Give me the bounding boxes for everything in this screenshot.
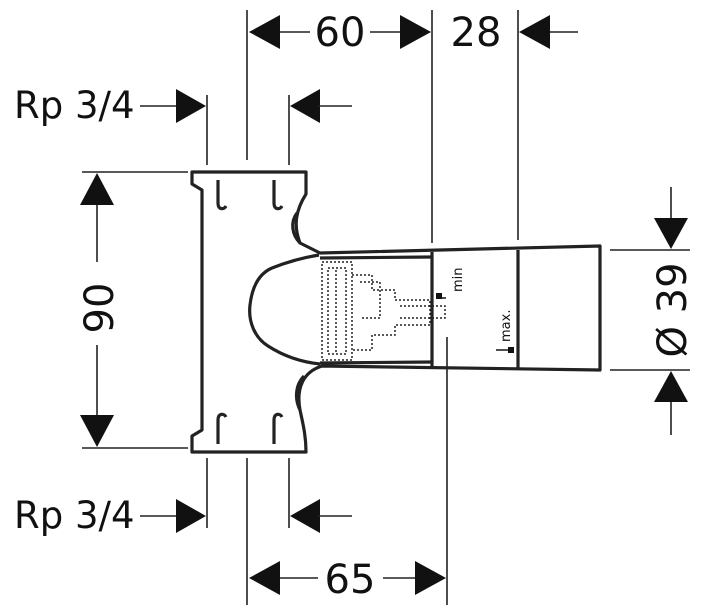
thread-label-bottom: Rp 3/4 xyxy=(14,494,135,537)
arrow-right-icon xyxy=(176,89,206,123)
extension-lines xyxy=(82,10,690,605)
dimension-height-90: 90 xyxy=(77,173,123,447)
arrow-right-icon xyxy=(400,15,431,49)
dimension-label-60: 60 xyxy=(315,10,366,56)
arrow-left-icon xyxy=(290,89,320,123)
dimension-label-28: 28 xyxy=(451,10,502,56)
dimension-thread-top: Rp 3/4 xyxy=(14,84,352,127)
dimension-bottom-65: 65 xyxy=(249,557,446,603)
thread-hooks xyxy=(216,180,284,444)
min-marker: min xyxy=(436,267,466,299)
arrow-left-icon xyxy=(519,15,550,49)
dimension-label-90: 90 xyxy=(77,283,123,334)
arrow-up-icon xyxy=(80,173,114,205)
cartridge-internals xyxy=(321,261,446,361)
dimension-label-39: Ø 39 xyxy=(650,262,696,357)
thread-label-top: Rp 3/4 xyxy=(14,84,135,127)
arrow-right-icon xyxy=(176,499,206,533)
arrow-left-icon xyxy=(249,561,280,595)
dimension-top-60: 60 xyxy=(249,10,431,56)
dimension-diameter-39: Ø 39 xyxy=(650,187,696,435)
arrow-left-icon xyxy=(290,499,320,533)
arrow-down-icon xyxy=(654,218,688,249)
dimension-label-65: 65 xyxy=(325,557,376,603)
arrow-down-icon xyxy=(80,415,114,447)
dimension-top-28: 28 xyxy=(451,10,578,56)
arrow-up-icon xyxy=(654,371,688,402)
valve-body xyxy=(190,170,602,454)
max-label: max. xyxy=(499,310,514,342)
max-marker: max. xyxy=(496,310,514,353)
arrow-left-icon xyxy=(249,15,280,49)
dimension-thread-bottom: Rp 3/4 xyxy=(14,494,352,537)
min-label: min xyxy=(451,267,466,292)
arrow-right-icon xyxy=(415,561,446,595)
